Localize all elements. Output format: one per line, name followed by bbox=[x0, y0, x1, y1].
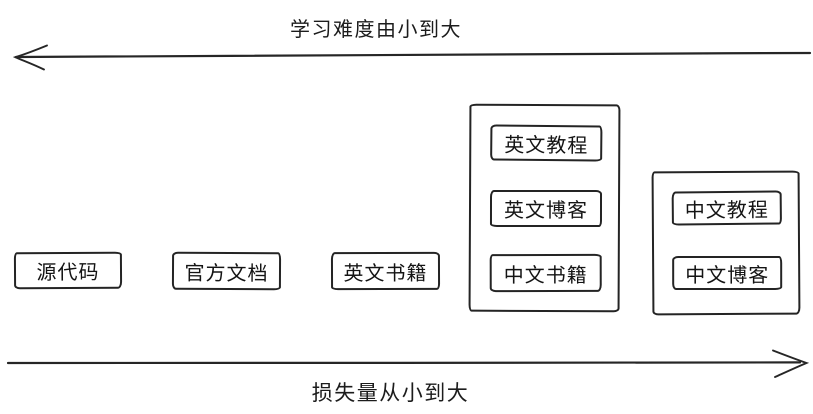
box-english-blog: 英文博客 bbox=[489, 189, 603, 228]
box-source-code: 源代码 bbox=[13, 251, 123, 290]
difficulty-arrow-left bbox=[12, 44, 812, 71]
difficulty-axis-label: 学习难度由小到大 bbox=[290, 19, 462, 41]
loss-arrow-right bbox=[6, 349, 810, 378]
group-box-1: 英文教程 英文博客 中文书籍 bbox=[468, 103, 621, 313]
box-chinese-books: 中文书籍 bbox=[489, 253, 602, 293]
box-english-tutorial: 英文教程 bbox=[490, 124, 603, 162]
box-chinese-blog: 中文博客 bbox=[672, 255, 783, 291]
box-official-docs: 官方文档 bbox=[171, 251, 282, 291]
group-box-2: 中文教程 中文博客 bbox=[651, 170, 801, 316]
box-chinese-tutorial: 中文教程 bbox=[671, 190, 782, 226]
loss-axis-label: 损失量从小到大 bbox=[311, 382, 470, 405]
box-english-books: 英文书籍 bbox=[330, 251, 441, 291]
